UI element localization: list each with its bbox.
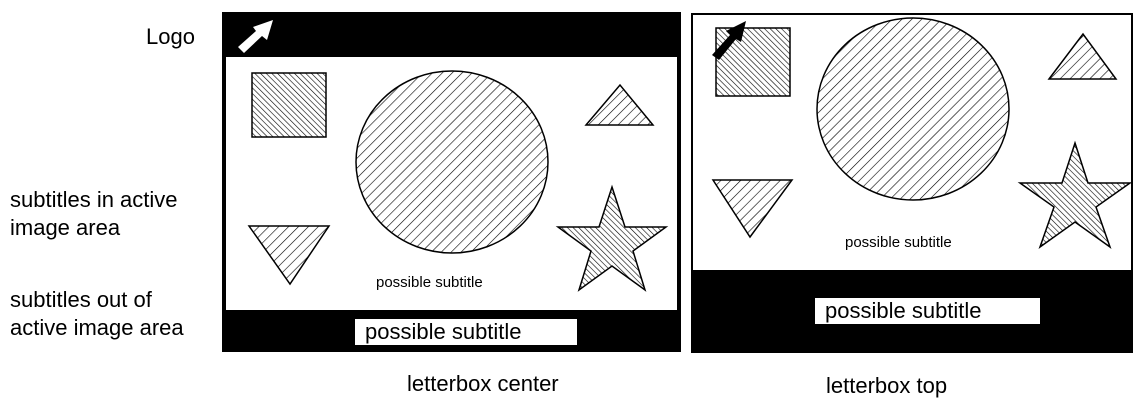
square-icon <box>715 27 791 97</box>
circle-icon <box>816 17 1010 201</box>
panel-letterbox-center <box>222 12 681 352</box>
caption-letterbox-center: letterbox center <box>407 371 559 396</box>
triangle-down-icon <box>247 225 331 286</box>
square-icon <box>251 72 327 138</box>
subtitle-in-bar-center: possible subtitle <box>355 319 577 345</box>
row-label-subtitles-in-active-area: subtitles in active image area <box>10 187 178 240</box>
row-label-logo: Logo <box>146 24 195 49</box>
subtitle-in-bar-top: possible subtitle <box>815 298 1040 324</box>
star-icon <box>555 184 669 292</box>
triangle-up-icon <box>1047 32 1118 80</box>
subtitle-in-image-center: possible subtitle <box>376 274 483 291</box>
row-label-subtitles-out-of-active-area: subtitles out of active image area <box>10 287 184 340</box>
arrow-icon <box>238 20 273 53</box>
star-icon <box>1017 140 1133 249</box>
circle-icon <box>355 70 549 254</box>
panel-letterbox-top <box>691 13 1133 353</box>
arrow-icon <box>712 21 746 60</box>
subtitle-in-image-top: possible subtitle <box>845 234 952 251</box>
triangle-down-icon <box>711 179 794 239</box>
triangle-up-icon <box>584 83 655 126</box>
caption-letterbox-top: letterbox top <box>826 373 948 398</box>
